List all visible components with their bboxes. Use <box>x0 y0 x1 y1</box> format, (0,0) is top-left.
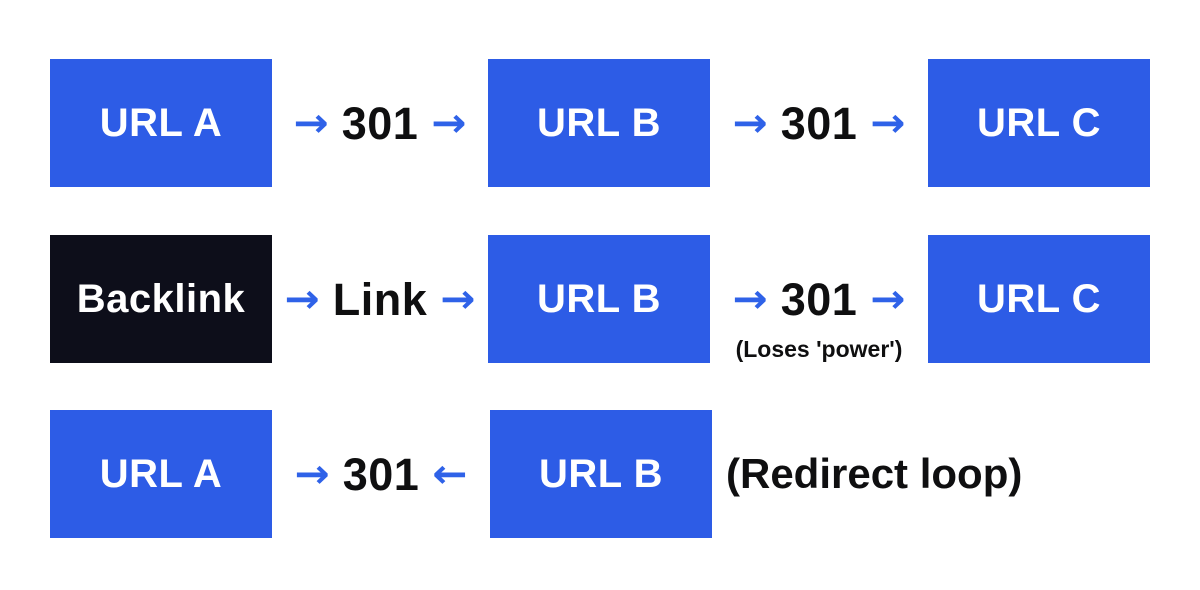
connector-link: → Link → <box>272 235 488 363</box>
arrow-left-icon: ← <box>432 450 468 497</box>
arrow-right-icon: → <box>440 275 476 322</box>
node-label: URL B <box>537 276 661 321</box>
node-label: URL A <box>99 100 223 145</box>
arrow-right-icon: → <box>293 99 329 146</box>
node-url-b: URL B <box>488 235 710 363</box>
connector-301: → 301 → <box>272 59 488 187</box>
arrow-right-icon: → <box>294 450 330 497</box>
node-url-c: URL C <box>928 59 1150 187</box>
redirect-code-label: 301 <box>341 97 419 149</box>
arrow-right-icon: → <box>732 275 768 322</box>
node-label: URL C <box>977 100 1101 145</box>
arrow-right-icon: → <box>732 99 768 146</box>
node-url-b: URL B <box>488 59 710 187</box>
redirect-loop-note: (Redirect loop) <box>726 450 1023 497</box>
node-label: URL B <box>539 451 663 496</box>
redirect-code-label: 301 <box>780 97 858 149</box>
connector-301-loses-power: → 301 → (Loses 'power') <box>710 235 928 363</box>
arrow-right-icon: → <box>431 99 467 146</box>
redirect-code-label: 301 <box>780 273 858 325</box>
node-label: URL B <box>537 100 661 145</box>
redirect-code-label: 301 <box>342 448 420 500</box>
node-label: Backlink <box>76 276 246 321</box>
arrow-right-icon: → <box>870 99 906 146</box>
link-label: Link <box>332 273 428 325</box>
node-url-a: URL A <box>50 410 272 538</box>
node-url-b: URL B <box>490 410 712 538</box>
loses-power-note: (Loses 'power') <box>735 336 903 362</box>
node-label: URL C <box>977 276 1101 321</box>
connector-301: → 301 → <box>710 59 928 187</box>
node-url-a: URL A <box>50 59 272 187</box>
node-url-c: URL C <box>928 235 1150 363</box>
node-label: URL A <box>99 451 223 496</box>
arrow-right-icon: → <box>284 275 320 322</box>
node-backlink: Backlink <box>50 235 272 363</box>
connector-301-loop: → 301 ← <box>272 410 490 538</box>
arrow-right-icon: → <box>870 275 906 322</box>
